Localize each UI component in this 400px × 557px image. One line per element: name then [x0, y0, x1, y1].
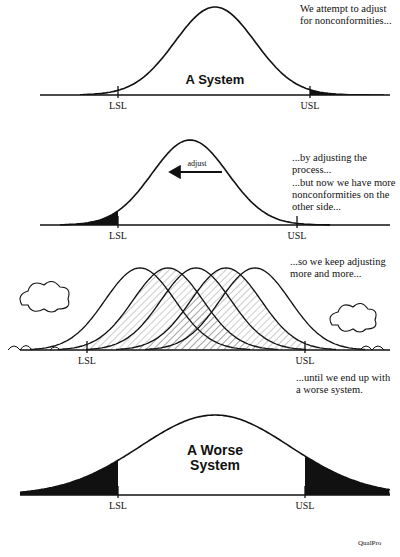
- nonconformity-tail: [305, 456, 390, 495]
- limit-label: LSL: [109, 100, 127, 111]
- limit-label: USL: [296, 355, 315, 366]
- limit-label: USL: [301, 100, 320, 111]
- bell-curve-shape: A Worse System: [20, 413, 390, 495]
- callout-note: We attempt to adjust for nonconformities…: [300, 3, 396, 27]
- callout-note: ...until we end up with a worse system.: [296, 372, 396, 396]
- limit-label: LSL: [109, 230, 127, 241]
- bell-curve: [116, 268, 336, 349]
- limit-label: USL: [296, 500, 315, 511]
- adjust-arrow: [170, 171, 222, 173]
- callout-note: ...but now we have more nonconformities …: [292, 177, 396, 212]
- bell-curve: [20, 415, 390, 492]
- curve-title: A Worse System: [165, 443, 265, 474]
- limit-label: USL: [288, 230, 307, 241]
- watermark: QualPro: [358, 540, 381, 548]
- callout-note: ...by adjusting the process...: [292, 152, 396, 176]
- arrow-label: adjust: [186, 160, 207, 169]
- bell-curve: [60, 140, 330, 225]
- limit-label: LSL: [78, 355, 96, 366]
- bell-curve: [145, 268, 365, 349]
- callout-note: ...so we keep adjusting more and more...: [290, 256, 396, 280]
- curve-title: A System: [155, 73, 275, 87]
- limit-label: LSL: [109, 500, 127, 511]
